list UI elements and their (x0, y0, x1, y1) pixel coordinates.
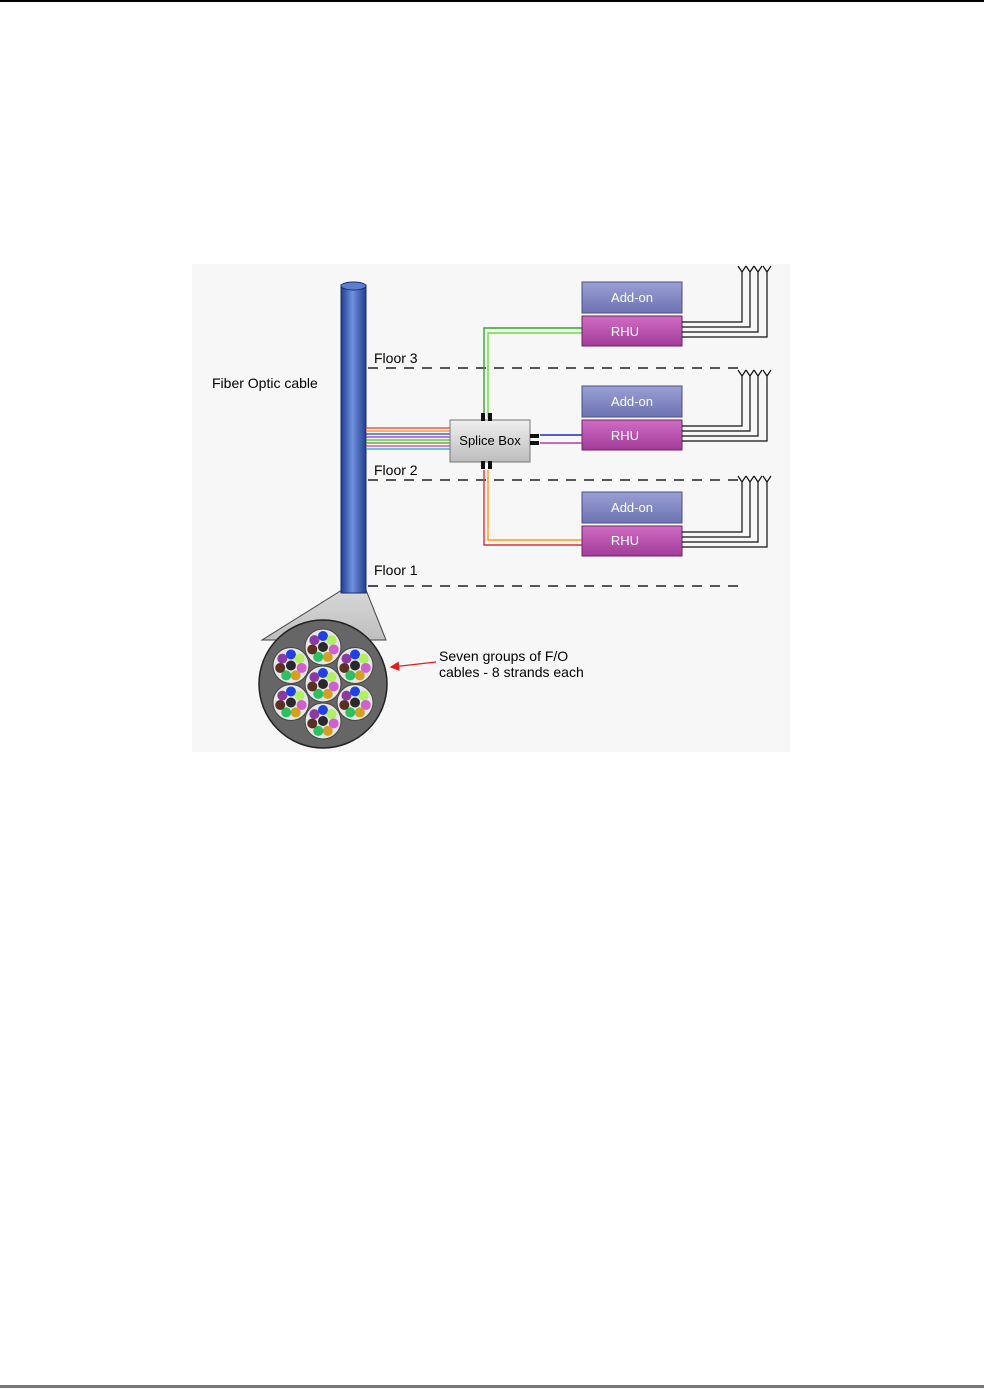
antenna-wire (682, 272, 742, 322)
fiber-strand (286, 698, 296, 708)
fiber-strand (355, 670, 365, 680)
cable-cross-section (259, 620, 387, 748)
fiber-strand (295, 691, 305, 701)
fiber-strand (309, 709, 319, 719)
fiber-strand (286, 650, 296, 660)
fiber-strand (307, 681, 317, 691)
splice-box-label: Splice Box (459, 433, 521, 448)
fiber-strand (286, 661, 296, 671)
fiber-strand (327, 709, 337, 719)
fiber-bundle-1 (305, 666, 341, 702)
fiber-strand (295, 654, 305, 664)
antenna-wire (682, 272, 758, 332)
fiber-optic-cable (341, 282, 366, 593)
fiber-strand (350, 698, 360, 708)
page-bottom-rule (0, 1385, 984, 1388)
fiber-bundle-7 (273, 648, 309, 684)
antenna-icon (754, 266, 762, 272)
fiber-bundle-3 (337, 648, 373, 684)
fiber-strand (318, 716, 328, 726)
fiber-strand (286, 687, 296, 697)
fiber-strand (341, 691, 351, 701)
antenna-icon (763, 266, 771, 272)
antenna-icon (738, 370, 746, 376)
fiber-strand (350, 687, 360, 697)
fiber-strand (291, 707, 301, 717)
antenna-icon (763, 370, 771, 376)
floor-lines (368, 368, 746, 586)
antenna-wire (682, 376, 750, 431)
fiber-strand (323, 652, 333, 662)
fiber-strand (359, 654, 369, 664)
floor-3-label: Floor 3 (374, 350, 418, 366)
addon-1-label: Add-on (611, 290, 653, 305)
antenna-icon (738, 266, 746, 272)
callout-line-1: Seven groups of F/O (439, 648, 568, 664)
rhu-2-label: RHU (611, 428, 639, 443)
rhu-1-label: RHU (611, 324, 639, 339)
antenna-icon (746, 370, 754, 376)
fiber-bundle-4 (337, 685, 373, 721)
fiber-bundle-6 (273, 685, 309, 721)
antenna-icon (746, 476, 754, 482)
antenna-icon (754, 370, 762, 376)
fiber-strand (341, 654, 351, 664)
fiber-strand (309, 672, 319, 682)
antenna-wire (682, 482, 742, 532)
fiber-strand (327, 635, 337, 645)
fiber-strand (350, 661, 360, 671)
fiber-strand (323, 689, 333, 699)
fiber-strand (291, 670, 301, 680)
antenna-wire (682, 482, 758, 542)
antenna-icon (746, 266, 754, 272)
fiber-bundle-2 (305, 629, 341, 665)
rhu-3-label: RHU (611, 533, 639, 548)
fiber-bundle-5 (305, 703, 341, 739)
antenna-wire (682, 482, 750, 537)
fiber-strand (339, 663, 349, 673)
fiber-strand (318, 668, 328, 678)
fiber-strand (275, 700, 285, 710)
antenna-icon (738, 476, 746, 482)
fiber-strands-to-splice-box (366, 428, 450, 449)
antenna-icon (754, 476, 762, 482)
fiber-strand (318, 679, 328, 689)
fiber-strand (318, 631, 328, 641)
fiber-strand (323, 726, 333, 736)
fiber-strand (309, 635, 319, 645)
floor-1-label: Floor 1 (374, 562, 418, 578)
fiber-strand (359, 691, 369, 701)
fiber-strand (339, 700, 349, 710)
callout-arrow (392, 662, 436, 667)
fiber-strand (277, 654, 287, 664)
fiber-strand (318, 705, 328, 715)
fiber-strand (350, 650, 360, 660)
addon-2-label: Add-on (611, 394, 653, 409)
antenna-icon (763, 476, 771, 482)
fiber-strand (355, 707, 365, 717)
fiber-strand (275, 663, 285, 673)
fiber-strand (318, 642, 328, 652)
addon-3-label: Add-on (611, 500, 653, 515)
floor-2-label: Floor 2 (374, 462, 418, 478)
fiber-strand (307, 644, 317, 654)
fiber-optic-cable-label: Fiber Optic cable (212, 375, 318, 391)
antenna-wire (682, 376, 758, 436)
fiber-strand (327, 672, 337, 682)
antenna-wire (682, 272, 750, 327)
antenna-wire (682, 376, 742, 426)
fiber-strand (277, 691, 287, 701)
callout-line-2: cables - 8 strands each (439, 664, 584, 680)
fiber-strand (307, 718, 317, 728)
